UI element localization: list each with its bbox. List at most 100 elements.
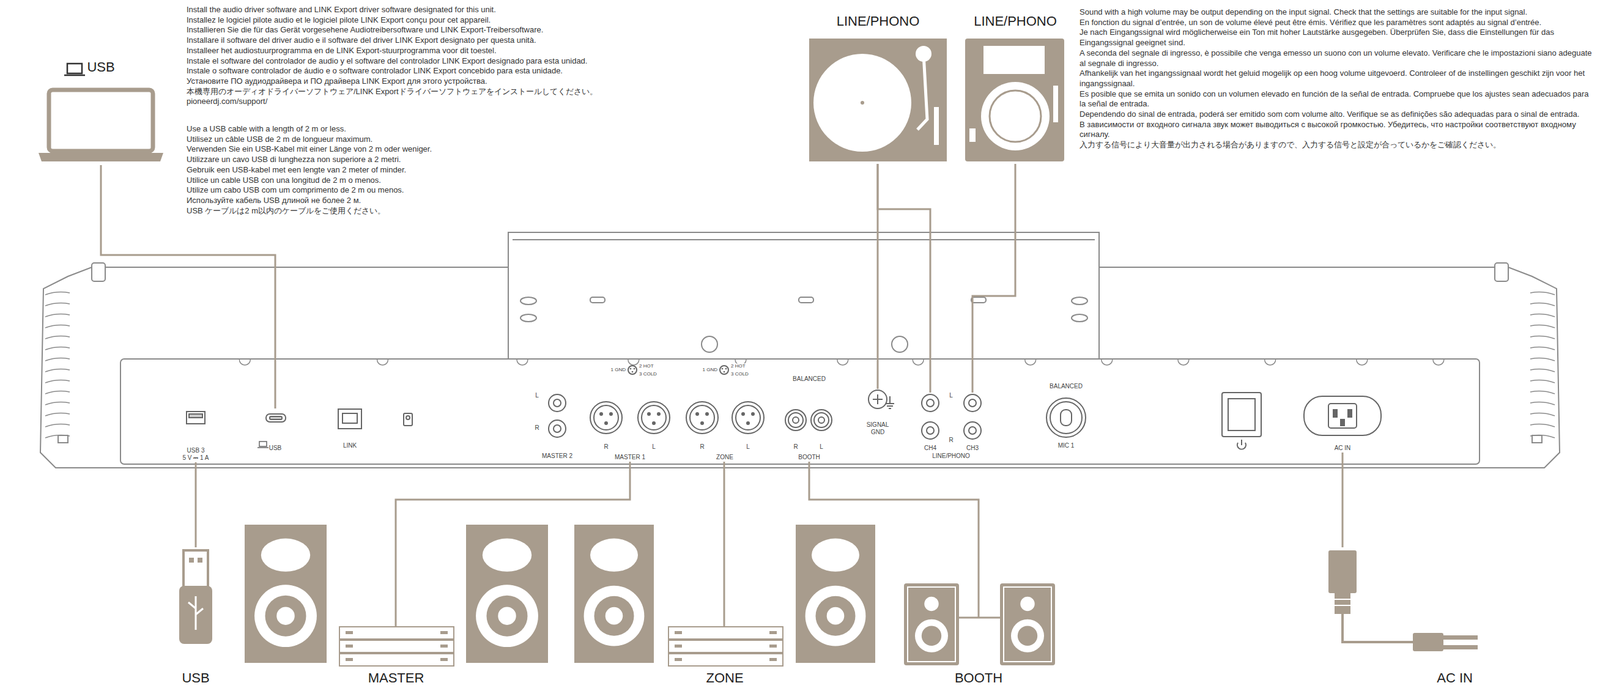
note-text: pioneerdj.com/support/ bbox=[186, 96, 598, 108]
cable bbox=[395, 522, 397, 627]
speaker bbox=[466, 524, 549, 663]
cooling-fins bbox=[1530, 391, 1555, 394]
xlr-pins bbox=[751, 412, 755, 416]
cooling-fins bbox=[1530, 369, 1555, 372]
speaker bbox=[805, 585, 867, 647]
speaker bbox=[244, 524, 1056, 667]
xlr-output: MASTER 1 bbox=[587, 400, 673, 462]
cable bbox=[195, 462, 197, 548]
device bbox=[1342, 614, 1413, 643]
cooling-fins bbox=[1530, 336, 1555, 339]
power-plug: AC IN bbox=[1321, 547, 1487, 687]
jack bbox=[968, 426, 977, 435]
speaker bbox=[254, 584, 317, 648]
xlr-pins bbox=[629, 368, 632, 371]
cooling-fins bbox=[1530, 347, 1555, 350]
xlr-pins bbox=[721, 368, 724, 371]
cooling-fins bbox=[1530, 424, 1555, 427]
controller-body bbox=[520, 297, 537, 305]
note-text: Instale o software controlador de áudio … bbox=[186, 66, 598, 77]
panel-notch bbox=[1356, 359, 1368, 366]
jack bbox=[186, 411, 205, 424]
port-label: R bbox=[792, 443, 799, 451]
panel-notch bbox=[628, 359, 640, 366]
device bbox=[965, 38, 1065, 162]
controller-body bbox=[520, 314, 537, 322]
computer: USB bbox=[36, 58, 166, 166]
speaker bbox=[1000, 583, 1056, 666]
speaker bbox=[584, 585, 645, 647]
jack bbox=[590, 401, 623, 434]
port-label: BOOTH bbox=[798, 453, 821, 462]
note-text: Installeer het audiostuurprogramma en de… bbox=[186, 45, 598, 57]
port-label: 2 HOT bbox=[730, 363, 747, 369]
note-text: Utilizzare un cavo USB di lunghezza non … bbox=[186, 154, 432, 166]
port-label: R bbox=[699, 443, 705, 451]
usb-port: USB 35 V ⎓ 1 A bbox=[177, 408, 215, 463]
cooling-fins bbox=[45, 380, 70, 383]
controller-body bbox=[120, 359, 1480, 465]
speaker bbox=[265, 595, 307, 637]
device bbox=[179, 585, 213, 645]
cooling-fins bbox=[45, 314, 70, 317]
xlr-pins bbox=[746, 421, 750, 426]
speaker bbox=[590, 538, 638, 572]
cable bbox=[972, 163, 1016, 393]
jack bbox=[885, 396, 895, 409]
port-label: L bbox=[818, 443, 824, 451]
jack bbox=[868, 390, 887, 409]
speaker bbox=[674, 644, 682, 648]
controller-body bbox=[40, 267, 1560, 468]
device bbox=[1443, 645, 1478, 650]
xlr-pins bbox=[656, 412, 661, 416]
device bbox=[1328, 550, 1357, 594]
speaker bbox=[769, 658, 777, 662]
panel-notch bbox=[377, 359, 389, 366]
note-text: Gebruik een USB-kabel met een lengte van… bbox=[186, 165, 432, 176]
note-text: Installieren Sie die für das Gerät vorge… bbox=[186, 25, 598, 36]
port-label: BALANCED bbox=[792, 375, 826, 383]
jack bbox=[1303, 396, 1382, 436]
jack bbox=[818, 417, 825, 424]
cooling-fins bbox=[1530, 402, 1555, 405]
port-label: ZONE bbox=[716, 453, 734, 462]
controller-body bbox=[798, 297, 814, 303]
device-label: LINE/PHONO bbox=[836, 13, 920, 29]
controller-body bbox=[1494, 262, 1509, 282]
device-label: MASTER bbox=[368, 670, 425, 686]
device bbox=[197, 557, 203, 563]
speaker bbox=[594, 596, 635, 637]
device-label: LINE/PHONO bbox=[973, 13, 1057, 29]
controller-body bbox=[1071, 297, 1088, 305]
jack bbox=[921, 394, 939, 412]
port-label: LINE/PHONO bbox=[931, 452, 971, 460]
speaker bbox=[903, 583, 960, 666]
device bbox=[183, 550, 208, 588]
device bbox=[1412, 633, 1444, 652]
port-label: USB bbox=[269, 444, 282, 452]
device bbox=[188, 596, 204, 630]
jack bbox=[1348, 409, 1352, 418]
xlr-pins bbox=[705, 412, 709, 416]
speaker bbox=[921, 626, 942, 646]
jack bbox=[963, 394, 982, 412]
note-text: В зависимости от входного сигнала звук м… bbox=[1079, 119, 1593, 141]
xlr-pins bbox=[599, 412, 604, 416]
xlr-pins bbox=[700, 421, 704, 426]
cooling-fins bbox=[45, 413, 70, 416]
xlr-pins bbox=[723, 371, 726, 374]
jack bbox=[1222, 392, 1262, 437]
cooling-fins bbox=[45, 369, 70, 372]
note-block: Sound with a high volume may be output d… bbox=[1079, 7, 1593, 151]
port-label: R bbox=[603, 443, 609, 451]
jack bbox=[963, 422, 982, 440]
jack bbox=[403, 413, 413, 426]
xlr-pins bbox=[725, 368, 728, 371]
panel-notch bbox=[1177, 359, 1189, 366]
controller-body bbox=[40, 232, 1560, 468]
device-label: ZONE bbox=[705, 670, 744, 686]
speaker bbox=[826, 607, 845, 626]
speaker bbox=[907, 587, 956, 662]
device bbox=[38, 152, 164, 162]
panel-notch bbox=[1025, 359, 1037, 366]
